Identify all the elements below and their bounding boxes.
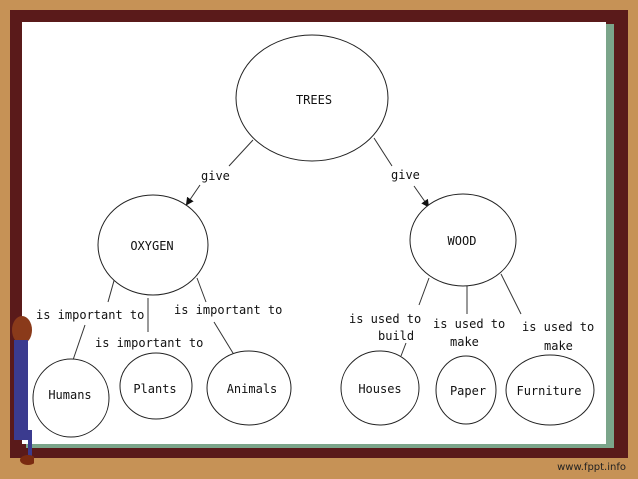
- node-plants-label: Plants: [133, 382, 176, 396]
- edge-label-used-furniture-2: make: [544, 339, 573, 353]
- edge-label-used-furniture-1: is used to: [522, 320, 594, 334]
- line-wood-houses-b: [400, 342, 407, 357]
- node-houses-label: Houses: [358, 382, 401, 396]
- node-humans-shape: [32, 358, 110, 438]
- node-paper-shape: [435, 355, 497, 425]
- line-wood-houses-a: [418, 277, 430, 306]
- line-wood-furniture: [500, 273, 522, 315]
- node-wood-shape: [409, 193, 517, 287]
- node-humans-label: Humans: [48, 388, 91, 402]
- line-oxygen-humans-b: [72, 324, 86, 361]
- node-wood-label: WOOD: [448, 234, 477, 248]
- line-oxygen-animals-b: [213, 321, 237, 359]
- node-trees-label: TREES: [296, 93, 332, 107]
- edge-label-give-left: give: [201, 169, 230, 183]
- node-animals-shape: [206, 350, 292, 426]
- node-trees-shape: [235, 34, 389, 162]
- edge-label-important-plants: is important to: [95, 336, 203, 350]
- line-trees-give-right: [373, 137, 393, 167]
- line-trees-give-left: [228, 139, 254, 167]
- cartoon-figure-icon: [12, 316, 34, 465]
- line-oxygen-animals-a: [196, 277, 207, 303]
- node-houses-shape: [340, 350, 420, 426]
- footer-credit: www.fppt.info: [557, 462, 626, 473]
- node-plants-shape: [119, 352, 193, 420]
- edge-label-used-paper-1: is used to: [433, 317, 505, 331]
- node-paper-label: Paper: [450, 384, 486, 398]
- node-oxygen-shape: [97, 194, 209, 296]
- edge-label-used-paper-2: make: [450, 335, 479, 349]
- edge-label-important-animals: is important to: [174, 303, 282, 317]
- node-oxygen-label: OXYGEN: [130, 239, 173, 253]
- node-furniture-shape: [505, 354, 595, 426]
- edge-label-used-houses-1: is used to: [349, 312, 421, 326]
- edge-label-important-humans: is important to: [36, 308, 144, 322]
- edge-label-used-houses-2: build: [378, 329, 414, 343]
- node-furniture-label: Furniture: [516, 384, 581, 398]
- edge-label-give-right: give: [391, 168, 420, 182]
- arrow-to-oxygen: [185, 184, 201, 206]
- node-animals-label: Animals: [227, 382, 278, 396]
- arrow-to-wood: [413, 185, 430, 208]
